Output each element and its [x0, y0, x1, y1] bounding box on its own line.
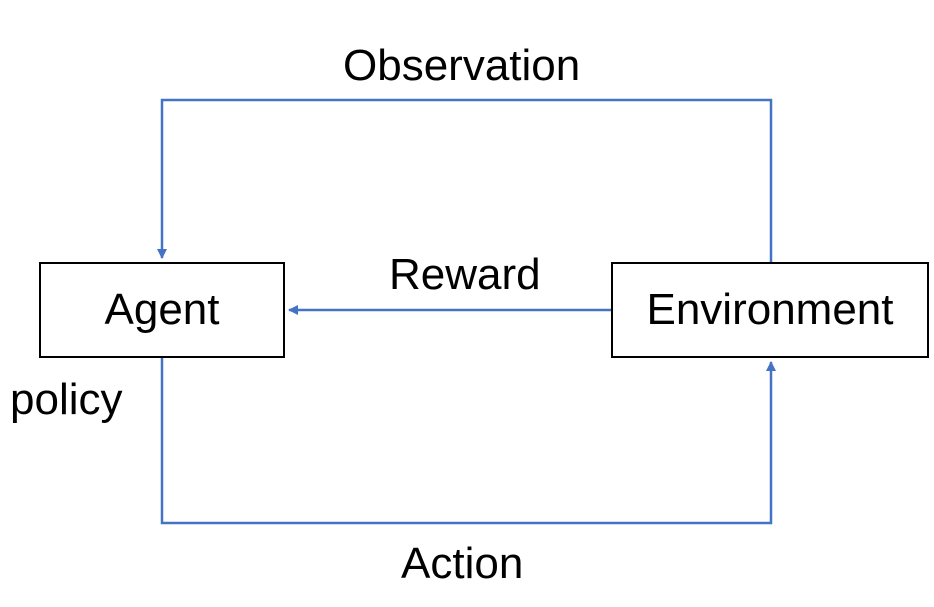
observation-arrow: [157, 98, 773, 262]
action-arrow: [160, 358, 776, 525]
environment-node: Environment: [611, 262, 929, 358]
reward-label: Reward: [389, 250, 541, 299]
agent-label: Agent: [104, 285, 220, 334]
policy-label: policy: [10, 375, 123, 424]
observation-label: Observation: [343, 41, 581, 90]
environment-label: Environment: [646, 285, 894, 334]
action-label: Action: [401, 539, 524, 588]
agent-node: Agent: [39, 262, 285, 358]
